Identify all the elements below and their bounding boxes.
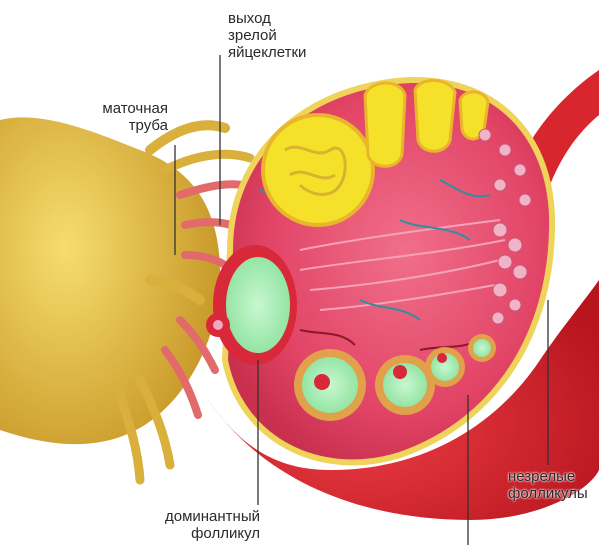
label-exit-mature-egg: выход зрелой яйцеклетки (228, 10, 306, 61)
label-dominant-follicle: доминантный фолликул (148, 508, 260, 542)
fallopian-tube-shape (0, 117, 250, 480)
label-immature-follicles: незрелые фолликулы (508, 468, 588, 502)
label-fallopian-tube: маточная труба (82, 100, 168, 134)
